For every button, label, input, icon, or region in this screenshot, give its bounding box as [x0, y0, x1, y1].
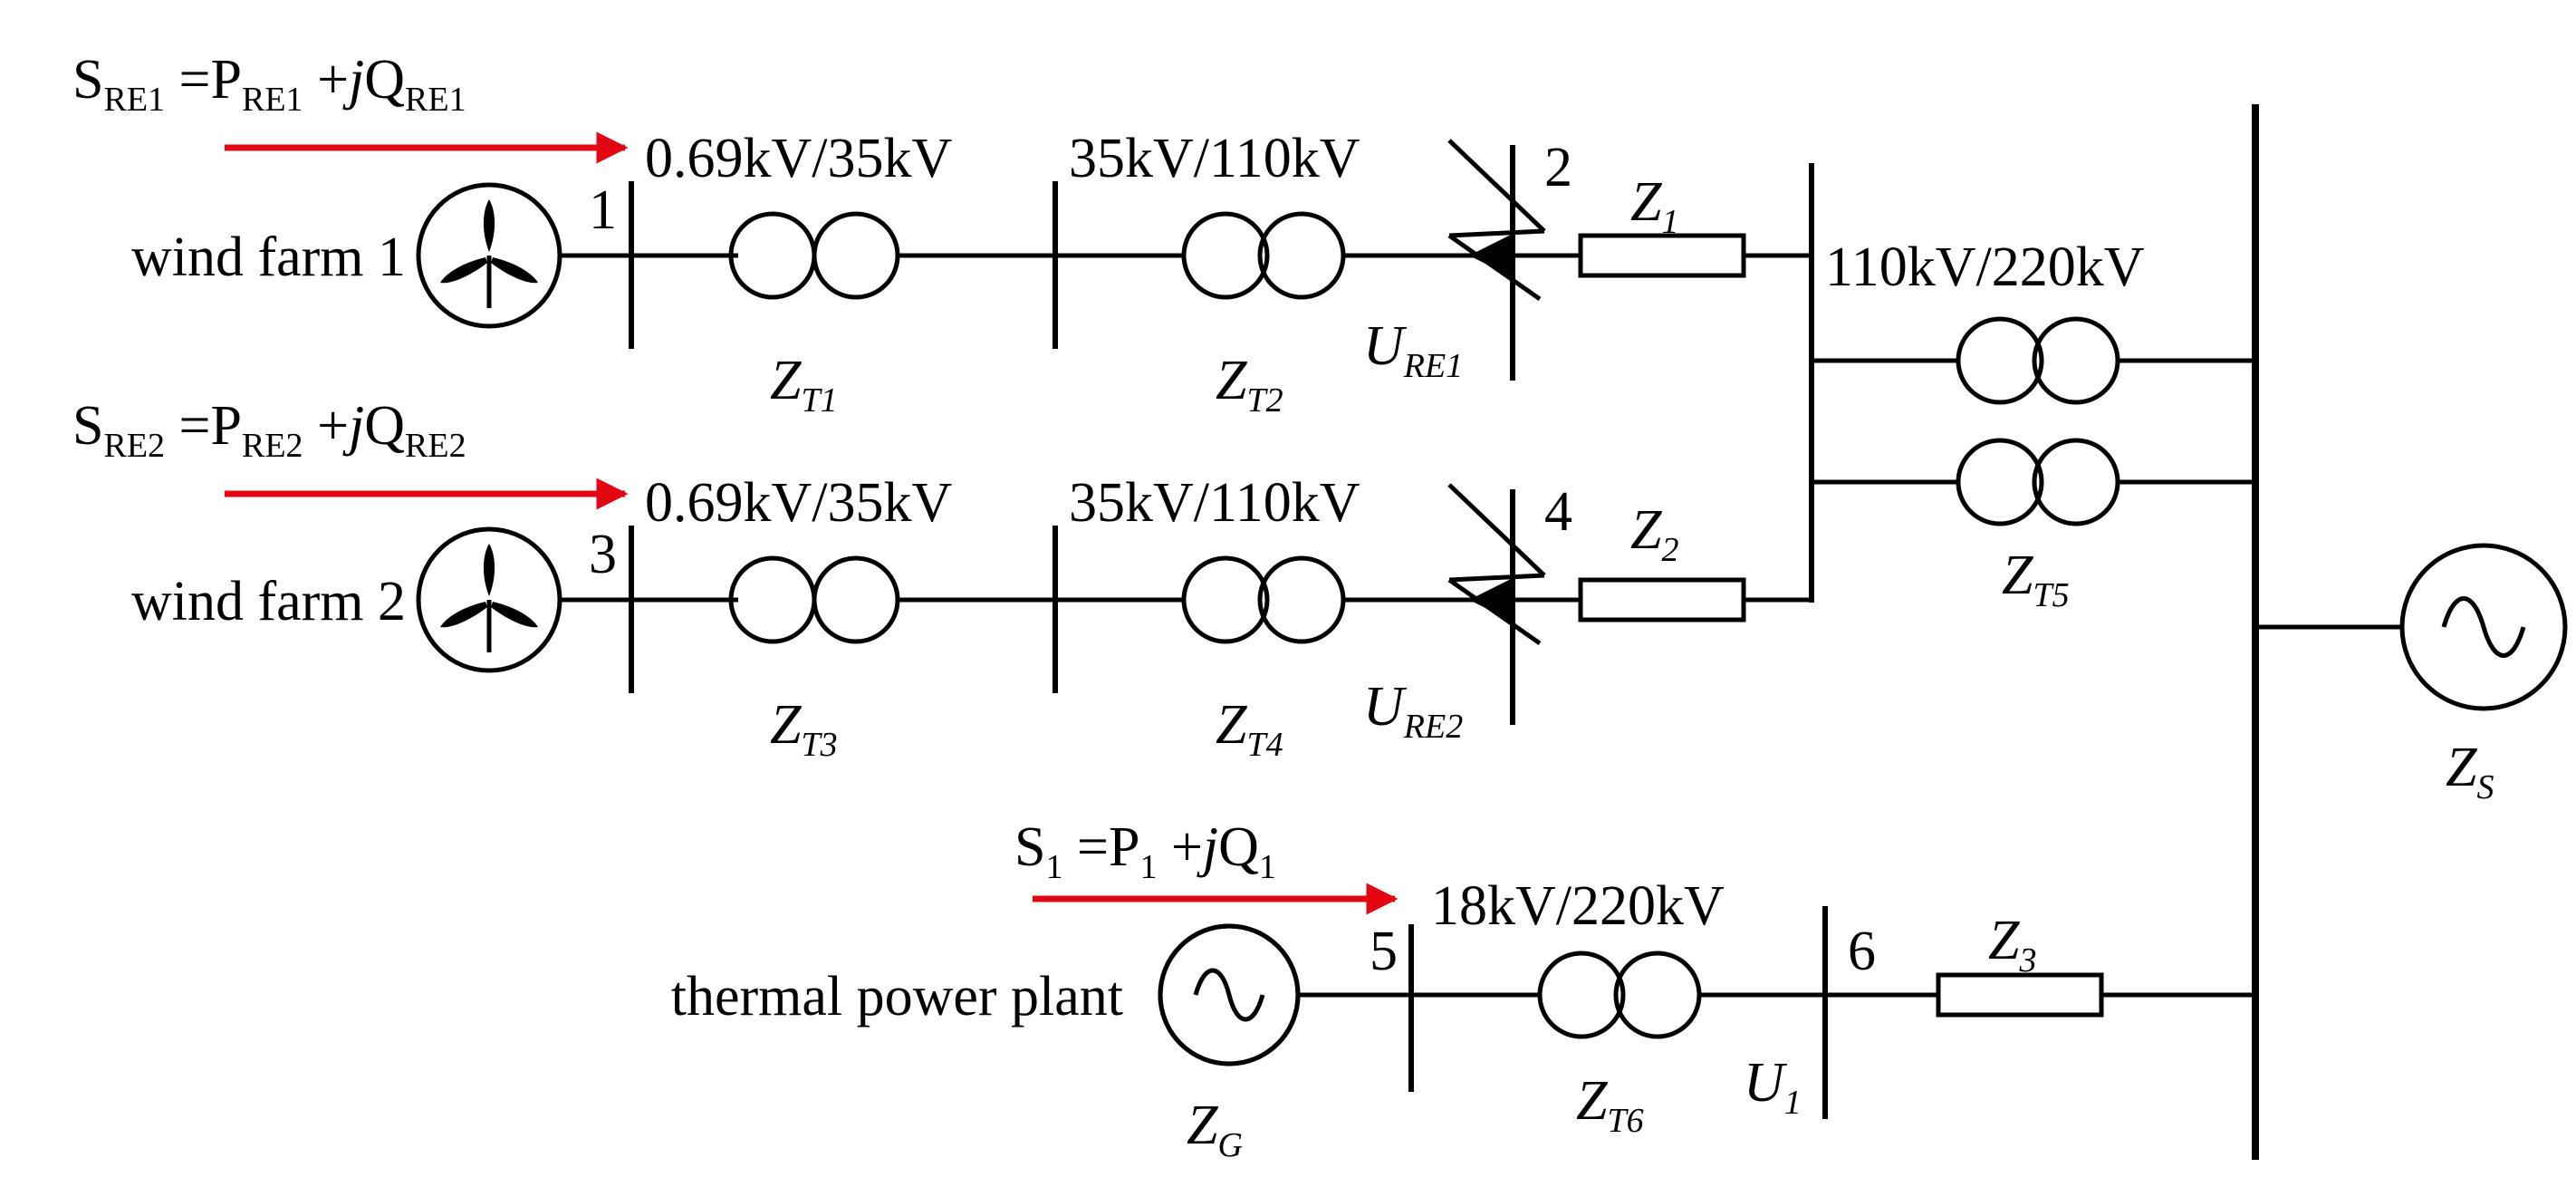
label-wind-farm-1: wind farm 1: [131, 227, 406, 288]
flow-label-thermal: S1 =P1 +jQ1: [1014, 816, 1276, 886]
bus-number-3: 3: [589, 524, 617, 585]
flow-label-wind2: SRE2 =PRE2 +jQRE2: [72, 395, 466, 465]
label-z3: Z3: [1988, 910, 2036, 980]
bus-number-2: 2: [1544, 137, 1572, 198]
wind-farm-2-branch: [416, 483, 1812, 725]
transformer-t6-icon: [1537, 951, 1702, 1039]
transformer-t1-icon: [728, 211, 900, 300]
line-impedance-z3: [1936, 972, 2104, 1018]
label-zt2: ZT2: [1216, 350, 1283, 420]
bus-number-1: 1: [589, 179, 617, 241]
label-u1: U1: [1744, 1052, 1802, 1122]
rating-t3: 0.69kV/35kV: [645, 472, 953, 534]
rating-t2: 35kV/110kV: [1069, 128, 1360, 189]
bus-number-6: 6: [1848, 921, 1876, 982]
rating-t4: 35kV/110kV: [1069, 472, 1360, 534]
thermal-plant-circuit: [1158, 906, 2255, 1119]
transformer-t3-icon: [728, 555, 900, 644]
label-zt4: ZT4: [1216, 694, 1283, 764]
label-zt3: ZT3: [770, 694, 838, 764]
rating-t5: 110kV/220kV: [1825, 236, 2145, 298]
line-impedance-z2: [1578, 577, 1746, 622]
wind-turbine-icon: [416, 182, 562, 329]
label-thermal-plant: thermal power plant: [671, 966, 1123, 1028]
bus-number-4: 4: [1544, 481, 1572, 543]
bus-number-5: 5: [1370, 921, 1398, 982]
label-ure2: URE2: [1363, 676, 1463, 746]
label-zs: ZS: [2446, 737, 2494, 806]
label-z1: Z1: [1630, 171, 1678, 241]
label-zg: ZG: [1187, 1095, 1243, 1164]
collector-110kv: [1809, 163, 2255, 603]
line-impedance-z1: [1578, 233, 1746, 278]
label-zt5: ZT5: [2002, 545, 2070, 614]
transformer-t4-icon: [1181, 555, 1346, 644]
flow-label-wind1: SRE1 =PRE1 +jQRE1: [72, 49, 466, 119]
ac-generator-icon: [2399, 543, 2568, 711]
wind-turbine-icon: [416, 526, 562, 673]
label-wind-farm-2: wind farm 2: [131, 571, 406, 632]
rating-t1: 0.69kV/35kV: [645, 128, 953, 189]
wind-farm-1-branch: [416, 139, 1812, 381]
label-zt1: ZT1: [770, 350, 838, 420]
label-z2: Z2: [1630, 499, 1678, 569]
label-zt6: ZT6: [1576, 1070, 1644, 1140]
rating-t6: 18kV/220kV: [1431, 875, 1725, 937]
transformer-t5b-icon: [1956, 438, 2120, 526]
label-ure1: URE1: [1363, 315, 1463, 385]
ac-generator-icon: [1158, 923, 1301, 1066]
transformer-t5a-icon: [1956, 316, 2120, 405]
reactive-compensator-icon: [1447, 139, 1546, 302]
transformer-t2-icon: [1181, 211, 1346, 300]
reactive-compensator-icon: [1447, 483, 1546, 646]
